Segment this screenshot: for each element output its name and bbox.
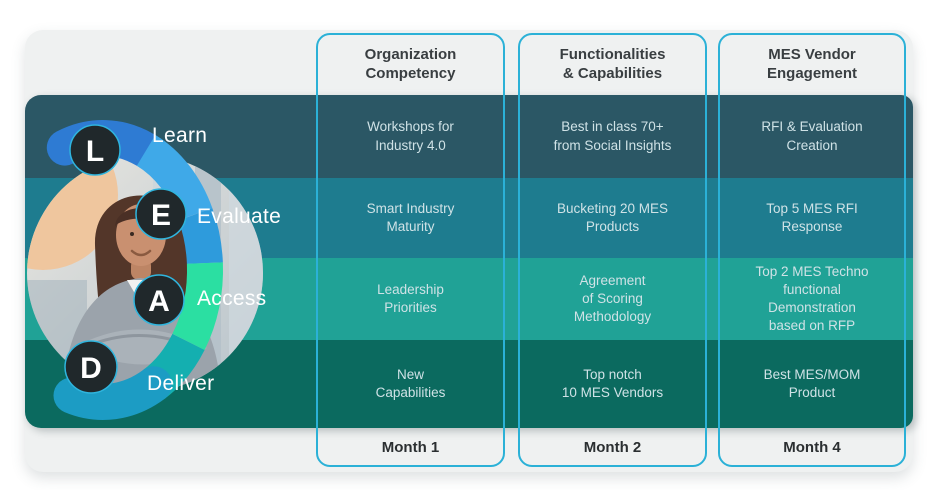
column-functionalities-capabilities — [518, 33, 707, 467]
cell-access-functionalities: Agreement of Scoring Methodology — [573, 272, 652, 325]
letter-circle-a — [133, 274, 185, 326]
row-label-learn: Learn — [152, 124, 208, 147]
cell-access-organization: Leadership Priorities — [377, 281, 444, 315]
letter-a: A — [148, 285, 170, 318]
cell-access-vendor: Top 2 MES Techno functional Demonstratio… — [755, 263, 869, 334]
cell-evaluate-vendor: Top 5 MES RFI Response — [766, 200, 858, 234]
cell-deliver-vendor: Best MES/MOM Product — [763, 366, 861, 400]
letter-circle-e — [135, 188, 187, 240]
cell-evaluate-organization: Smart Industry Maturity — [366, 200, 455, 234]
cell-deliver-functionalities: Top notch 10 MES Vendors — [561, 366, 664, 400]
column-header-1: Organization Competency — [364, 45, 457, 83]
letter-d: D — [80, 352, 102, 385]
row-label-evaluate: Evaluate — [197, 205, 282, 228]
column-header-2: Functionalities & Capabilities — [559, 45, 666, 83]
letter-l: L — [86, 135, 104, 168]
cell-learn-vendor: RFI & Evaluation Creation — [761, 119, 863, 153]
cell-learn-functionalities: Best in class 70+ from Social Insights — [553, 119, 672, 153]
letter-circle-l — [69, 124, 121, 176]
lead-letter-circles: L E A D — [64, 124, 187, 394]
cell-deliver-organization: New Capabilities — [375, 366, 446, 400]
column-mes-vendor-engagement — [718, 33, 906, 467]
month-label-2: Month 2 — [583, 438, 642, 456]
letter-circle-d — [64, 340, 118, 394]
cell-learn-organization: Workshops for Industry 4.0 — [367, 119, 454, 153]
month-label-1: Month 1 — [381, 438, 440, 456]
letter-e: E — [151, 199, 171, 232]
cell-evaluate-functionalities: Bucketing 20 MES Products — [556, 200, 669, 234]
month-label-3: Month 4 — [783, 438, 841, 456]
lead-arc-graphic: L E A D — [27, 120, 263, 420]
column-organization-competency — [316, 33, 505, 467]
row-label-access: Access — [197, 287, 267, 310]
row-label-deliver: Deliver — [147, 372, 215, 395]
column-header-3: MES Vendor Engagement — [766, 45, 857, 83]
